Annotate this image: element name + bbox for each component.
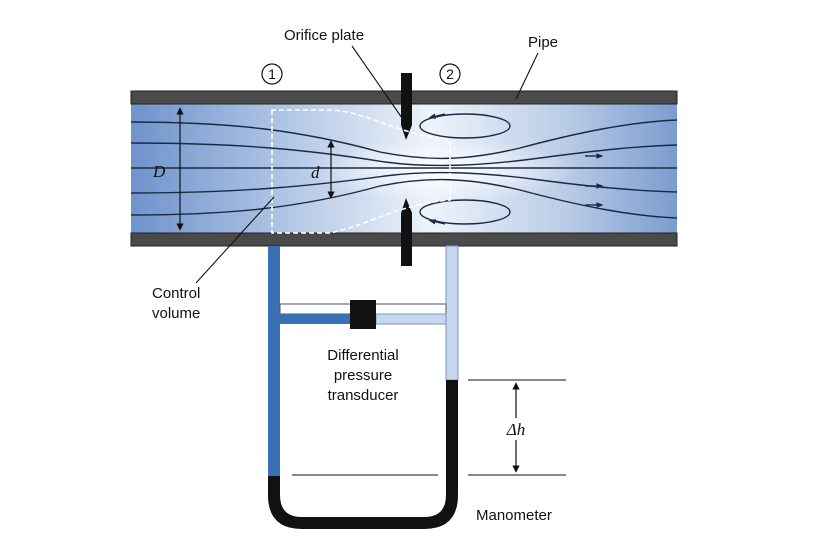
orifice-plate-bottom [401, 198, 412, 266]
station-1-label: 1 [268, 66, 276, 82]
manometer [268, 245, 459, 529]
streamline [130, 142, 678, 167]
transducer-lower-tube-right [375, 313, 447, 325]
label-d: d [311, 163, 320, 182]
station-1-circle [261, 63, 283, 85]
right-tap-tube [445, 245, 459, 381]
eddy-bottom-arrow [428, 219, 446, 225]
label-differential: Differential [327, 347, 398, 364]
left-tap-tube [268, 246, 280, 478]
dimension-D: D [152, 107, 184, 231]
orifice-plate-top [401, 73, 412, 140]
pipe-leader [515, 52, 539, 100]
label-control: Control [152, 285, 200, 302]
streamline [130, 119, 678, 160]
eddy-top [419, 113, 511, 139]
streamlines [130, 119, 678, 219]
streamline [130, 178, 678, 219]
orifice-plate [401, 73, 412, 266]
label-volume: volume [152, 305, 200, 322]
manometer-u-bend [268, 478, 458, 529]
label-pressure: pressure [334, 367, 392, 384]
left-mercury-column [268, 476, 280, 488]
eddy-bottom [419, 199, 511, 225]
control-volume-leader [195, 196, 275, 284]
recirculation-eddies [419, 113, 511, 225]
delta-h-label-bg [497, 418, 535, 440]
dimension-d: d [311, 140, 335, 199]
right-mercury-column [446, 380, 458, 480]
station-2-marker: 2 [439, 63, 461, 85]
pressure-transducer-block [350, 300, 376, 329]
station-2-label: 2 [446, 66, 454, 82]
label-delta-h: Δh [506, 420, 525, 439]
dimension-delta-h: Δh [468, 379, 566, 476]
streamline [130, 171, 678, 194]
station-2-circle [439, 63, 461, 85]
label-pipe: Pipe [528, 34, 558, 51]
station-1-marker: 1 [261, 63, 283, 85]
label-orifice-plate: Orifice plate [284, 27, 364, 44]
orifice-plate-leader [351, 45, 403, 119]
eddy-top-arrow [428, 113, 446, 119]
label-manometer: Manometer [476, 507, 552, 524]
control-volume [271, 109, 451, 234]
control-volume-boundary [271, 109, 451, 234]
label-D: D [152, 162, 166, 181]
transducer-lower-tube-left [280, 314, 350, 324]
label-transducer: transducer [328, 387, 399, 404]
